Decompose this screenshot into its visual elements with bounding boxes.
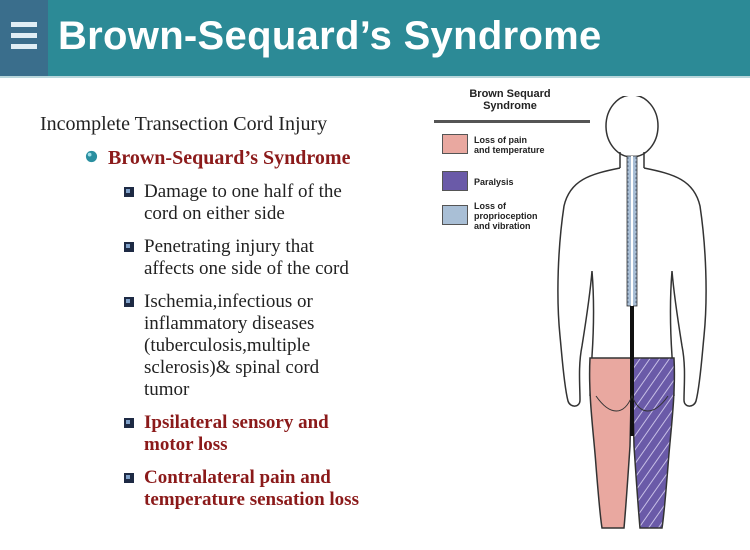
bullet-item: Ipsilateral sensory and motor loss [124,412,424,456]
slide-title: Brown-Sequard’s Syndrome [58,14,602,58]
bullet-item: Contralateral pain and temperature sensa… [124,467,424,511]
square-bullet-icon [124,297,134,307]
human-body-back-diagram [557,96,707,529]
legend-label-pain: Loss of pain and temperature [474,135,545,155]
legend-swatch-proprioception [442,205,468,225]
square-bullet-icon [124,187,134,197]
body-diagram-figure: Brown Sequard Syndrome Loss of pain and … [430,84,750,544]
bullet-item: Damage to one half of the cord on either… [124,181,424,225]
title-bar: Brown-Sequard’s Syndrome [0,0,750,76]
square-bullet-icon [124,418,134,428]
diamond-bullet-icon [85,150,98,163]
bullet-text: Damage to one half of the cord on either… [144,181,342,224]
legend-swatch-paralysis [442,171,468,191]
bullet-text: Ipsilateral sensory and motor loss [144,412,329,455]
subheading-text: Brown-Sequard’s Syndrome [108,147,351,169]
bullet-item: Ischemia,infectious or inflammatory dise… [124,291,424,401]
figure-title: Brown Sequard Syndrome [469,88,551,112]
legend-label-paralysis: Paralysis [474,177,514,187]
bullet-text: Penetrating injury that affects one side… [144,236,349,279]
main-heading: Incomplete Transection Cord Injury [40,113,328,135]
bullet-text: Contralateral pain and temperature sensa… [144,467,359,510]
square-bullet-icon [124,242,134,252]
legend-swatch-pain [442,134,468,154]
figure-title-rule [434,120,590,123]
square-bullet-icon [124,473,134,483]
legend-label-proprioception: Loss of proprioception and vibration [474,201,538,231]
subheading: Brown-Sequard’s Syndrome [85,147,350,170]
title-divider [0,76,750,78]
bullet-text: Ischemia,infectious or inflammatory dise… [144,291,320,400]
bullet-item: Penetrating injury that affects one side… [124,236,424,280]
title-bar-icon [0,0,48,76]
